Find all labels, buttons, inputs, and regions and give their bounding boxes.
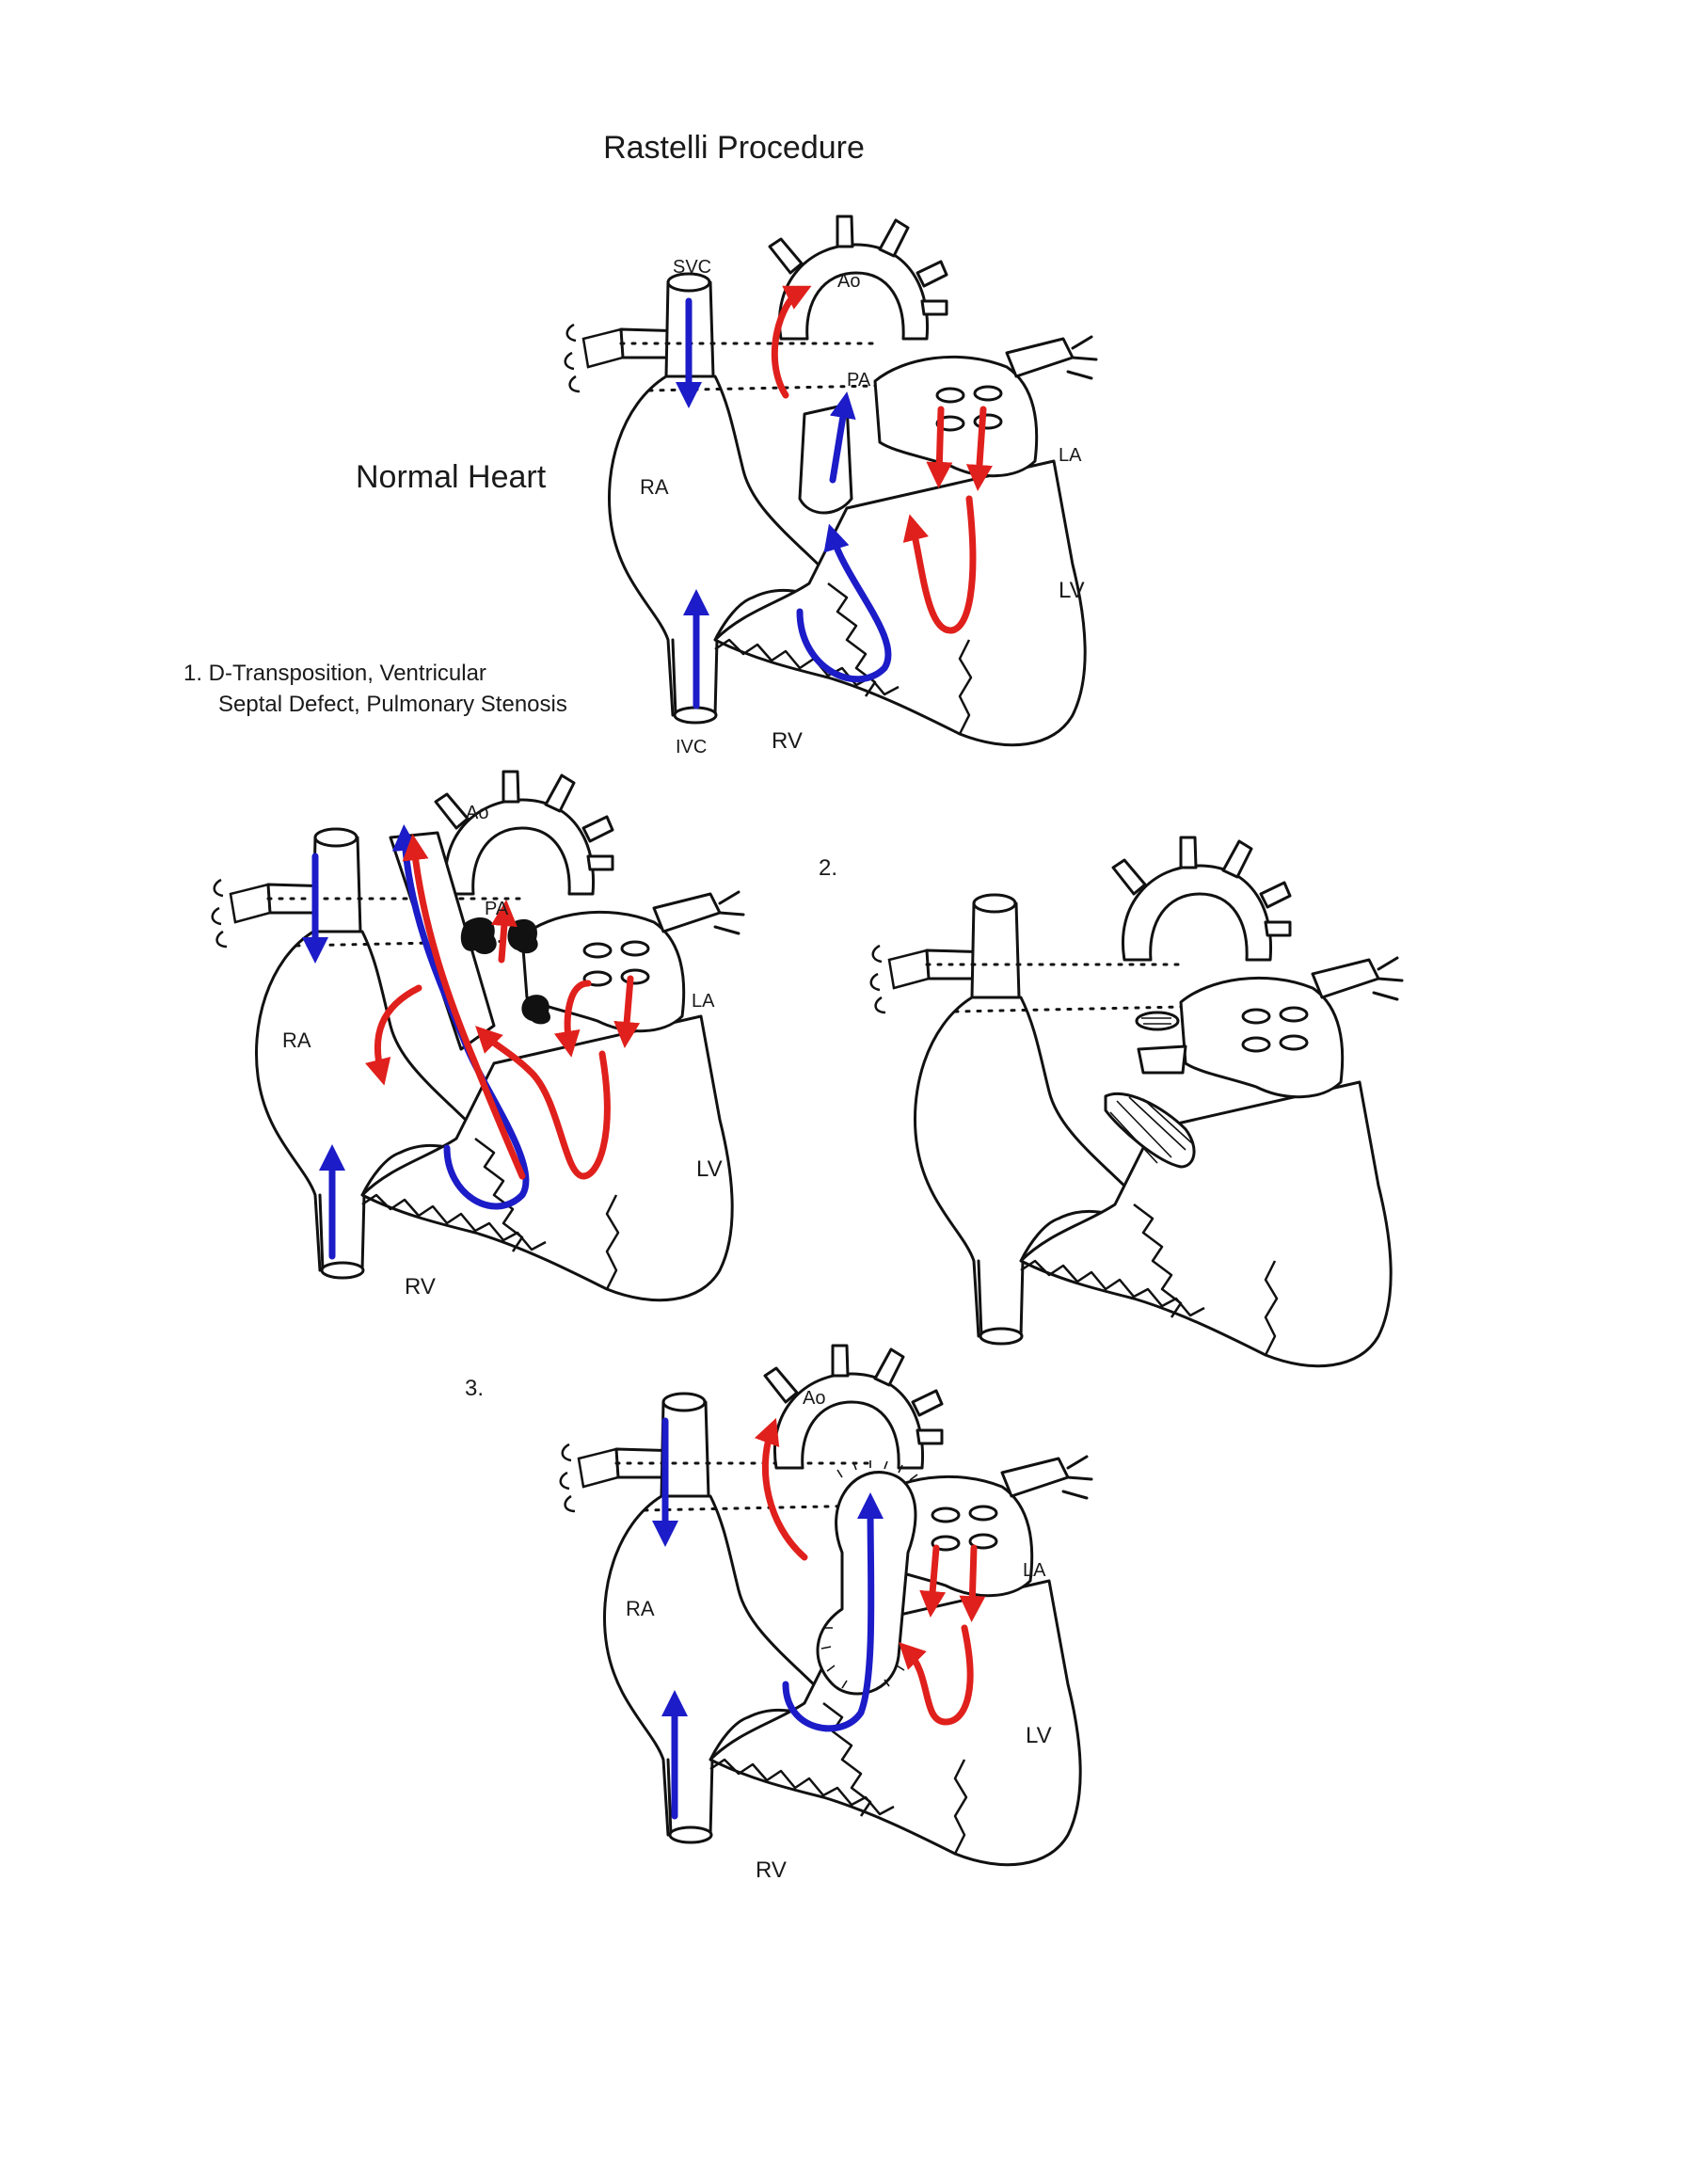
s3-flow-aorta-arrow <box>754 1417 808 1561</box>
panel-step3: Ao LA RA LV RV <box>559 1344 1093 1883</box>
label-ao: Ao <box>837 271 860 292</box>
flow-lv-arrow <box>902 495 977 634</box>
s3-label-la: LA <box>1023 1560 1046 1581</box>
s1-label-lv: LV <box>696 1156 723 1182</box>
label-lv: LV <box>1059 578 1085 603</box>
s1-label-pa: PA <box>485 899 509 919</box>
flow-rv-to-pa-arrow <box>796 523 892 683</box>
caption-step1-line1: 1. D-Transposition, Ventricular <box>183 661 486 686</box>
s1-label-la: LA <box>692 991 715 1012</box>
s1-flow-lv-arrow <box>475 1026 611 1180</box>
caption-step2: 2. <box>819 855 837 881</box>
s3-label-rv: RV <box>756 1857 787 1883</box>
s3-label-ao: Ao <box>803 1388 825 1409</box>
s1-flow-rv-to-aorta-arrow <box>391 824 530 1210</box>
page-title: Rastelli Procedure <box>603 130 865 166</box>
caption-step3: 3. <box>465 1376 484 1401</box>
s1-label-ao: Ao <box>466 803 488 823</box>
label-pa: PA <box>847 370 871 391</box>
label-svc: SVC <box>673 257 711 278</box>
flow-la-arrow-2 <box>965 406 993 491</box>
label-rv: RV <box>772 728 803 754</box>
s1-flow-ra-red-arrow <box>365 984 422 1086</box>
label-ra: RA <box>640 475 669 499</box>
s3-flow-la-arrow-2 <box>959 1544 986 1622</box>
flow-pa-arrow <box>829 391 856 484</box>
panel-normal-heart: SVC Ao PA LA RA LV IVC RV <box>564 215 1098 757</box>
s1-flow-la-arrow-2 <box>613 975 641 1048</box>
s1-label-rv: RV <box>405 1274 436 1299</box>
s3-flow-lv-arrow <box>899 1624 974 1726</box>
s1-flow-la-arrow-1 <box>553 980 592 1058</box>
label-ivc: IVC <box>676 737 707 757</box>
panel-step2 <box>869 836 1404 1368</box>
s3-flow-conduit-arrow <box>782 1492 884 1732</box>
s1-label-ra: RA <box>282 1028 311 1052</box>
panel-step1: Ao PA LA RA LV RV <box>211 770 745 1302</box>
s3-label-lv: LV <box>1026 1723 1052 1748</box>
caption-step1-line2: Septal Defect, Pulmonary Stenosis <box>218 692 567 717</box>
s3-label-ra: RA <box>626 1597 655 1620</box>
flow-la-arrow-1 <box>926 406 953 488</box>
s3-flow-la-arrow-1 <box>919 1544 947 1618</box>
s1-flow-pa-arrow <box>490 900 518 964</box>
label-la: LA <box>1059 445 1082 466</box>
caption-normal-heart: Normal Heart <box>356 459 547 495</box>
s1-flow-aorta-red-arrow <box>402 834 526 1180</box>
flow-aorta-arrow <box>771 285 812 399</box>
